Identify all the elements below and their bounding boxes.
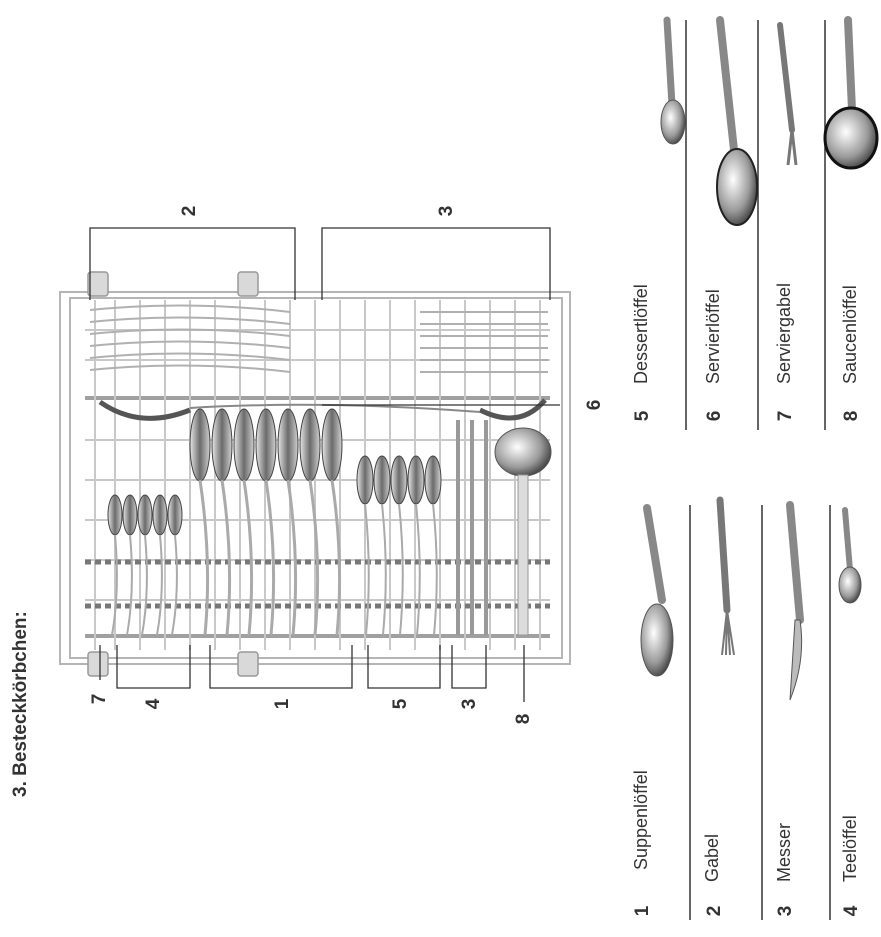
legend-number-5: 5: [632, 410, 653, 422]
callout-2: 2: [179, 205, 200, 217]
callout-8: 8: [513, 713, 534, 725]
sauce-ladle: [494, 427, 552, 636]
stored-cutlery-top: [89, 304, 548, 373]
mount-knobs: [87, 271, 259, 677]
teaspoons: [107, 494, 183, 536]
dessert-spoons: [356, 455, 442, 505]
legend-label-4: Teelöffel: [840, 815, 860, 882]
legend-label-3: Messer: [774, 822, 794, 882]
callout-1: 1: [272, 698, 293, 710]
legend-label-7: Serviergabel: [774, 282, 794, 384]
legend-number-7: 7: [775, 410, 796, 422]
legend-label-5: Dessertlöffel: [631, 284, 651, 384]
basket-frame: [59, 291, 571, 665]
knives: [456, 420, 488, 635]
callout-3-top: 3: [436, 205, 457, 217]
legend-label-1: Suppenlöffel: [631, 770, 651, 870]
callout-4: 4: [143, 698, 164, 710]
legend-label-8: Saucenlöffel: [840, 285, 860, 384]
legend-number-6: 6: [704, 410, 725, 422]
legend-number-1: 1: [632, 905, 653, 917]
legend-number-8: 8: [841, 410, 862, 422]
callout-5: 5: [390, 698, 411, 710]
callout-7: 7: [89, 693, 110, 705]
soup-spoons: [189, 408, 343, 482]
callout-3-bottom: 3: [459, 698, 480, 710]
legend-label-2: Gabel: [702, 833, 722, 882]
callout-brackets: [89, 227, 560, 702]
callout-6: 6: [584, 399, 605, 411]
legend-label-6: Servierlöffel: [703, 289, 723, 384]
legend-number-2: 2: [704, 905, 725, 917]
legend-number-4: 4: [841, 905, 862, 917]
legend-number-3: 3: [775, 905, 796, 917]
